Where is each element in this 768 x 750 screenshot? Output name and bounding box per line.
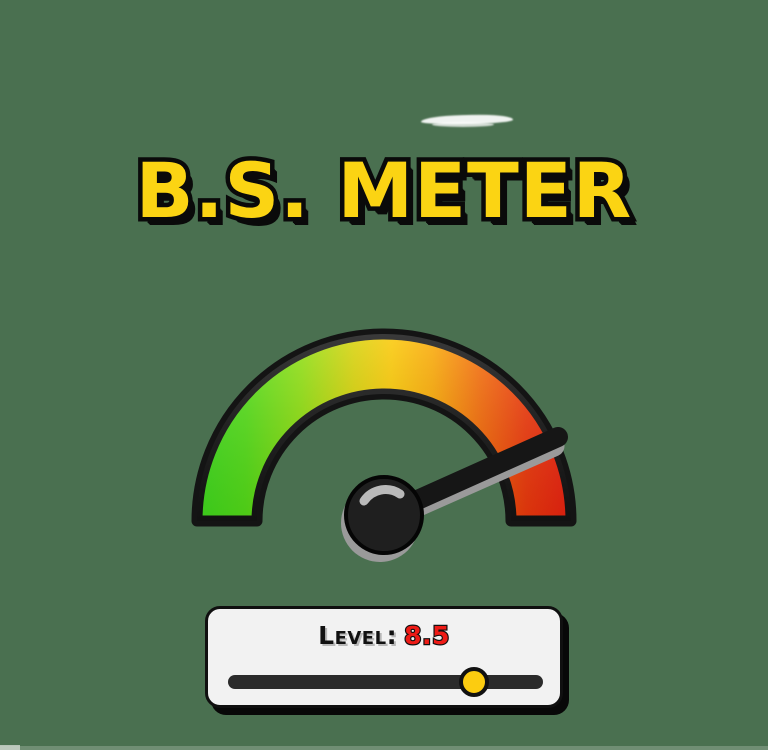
level-readout: Level:8.5	[208, 620, 560, 651]
slider-track[interactable]	[228, 675, 543, 689]
white-smudge-artifact-secondary	[432, 122, 494, 127]
gauge-widget	[184, 322, 584, 590]
gauge-svg	[191, 328, 577, 562]
level-value: 8.5	[403, 620, 451, 651]
slider-thumb[interactable]	[458, 667, 489, 697]
bottom-edge-band-left	[0, 745, 20, 750]
page-title: B.S. METER	[131, 143, 636, 238]
bottom-edge-band	[0, 746, 768, 750]
gauge-arc	[191, 328, 577, 527]
level-control-panel: Level:8.5	[205, 606, 563, 708]
level-slider[interactable]	[228, 667, 543, 697]
page-title-container: B.S. METER	[0, 143, 768, 238]
gauge-needle	[344, 427, 568, 555]
level-label: Level:	[318, 621, 398, 650]
